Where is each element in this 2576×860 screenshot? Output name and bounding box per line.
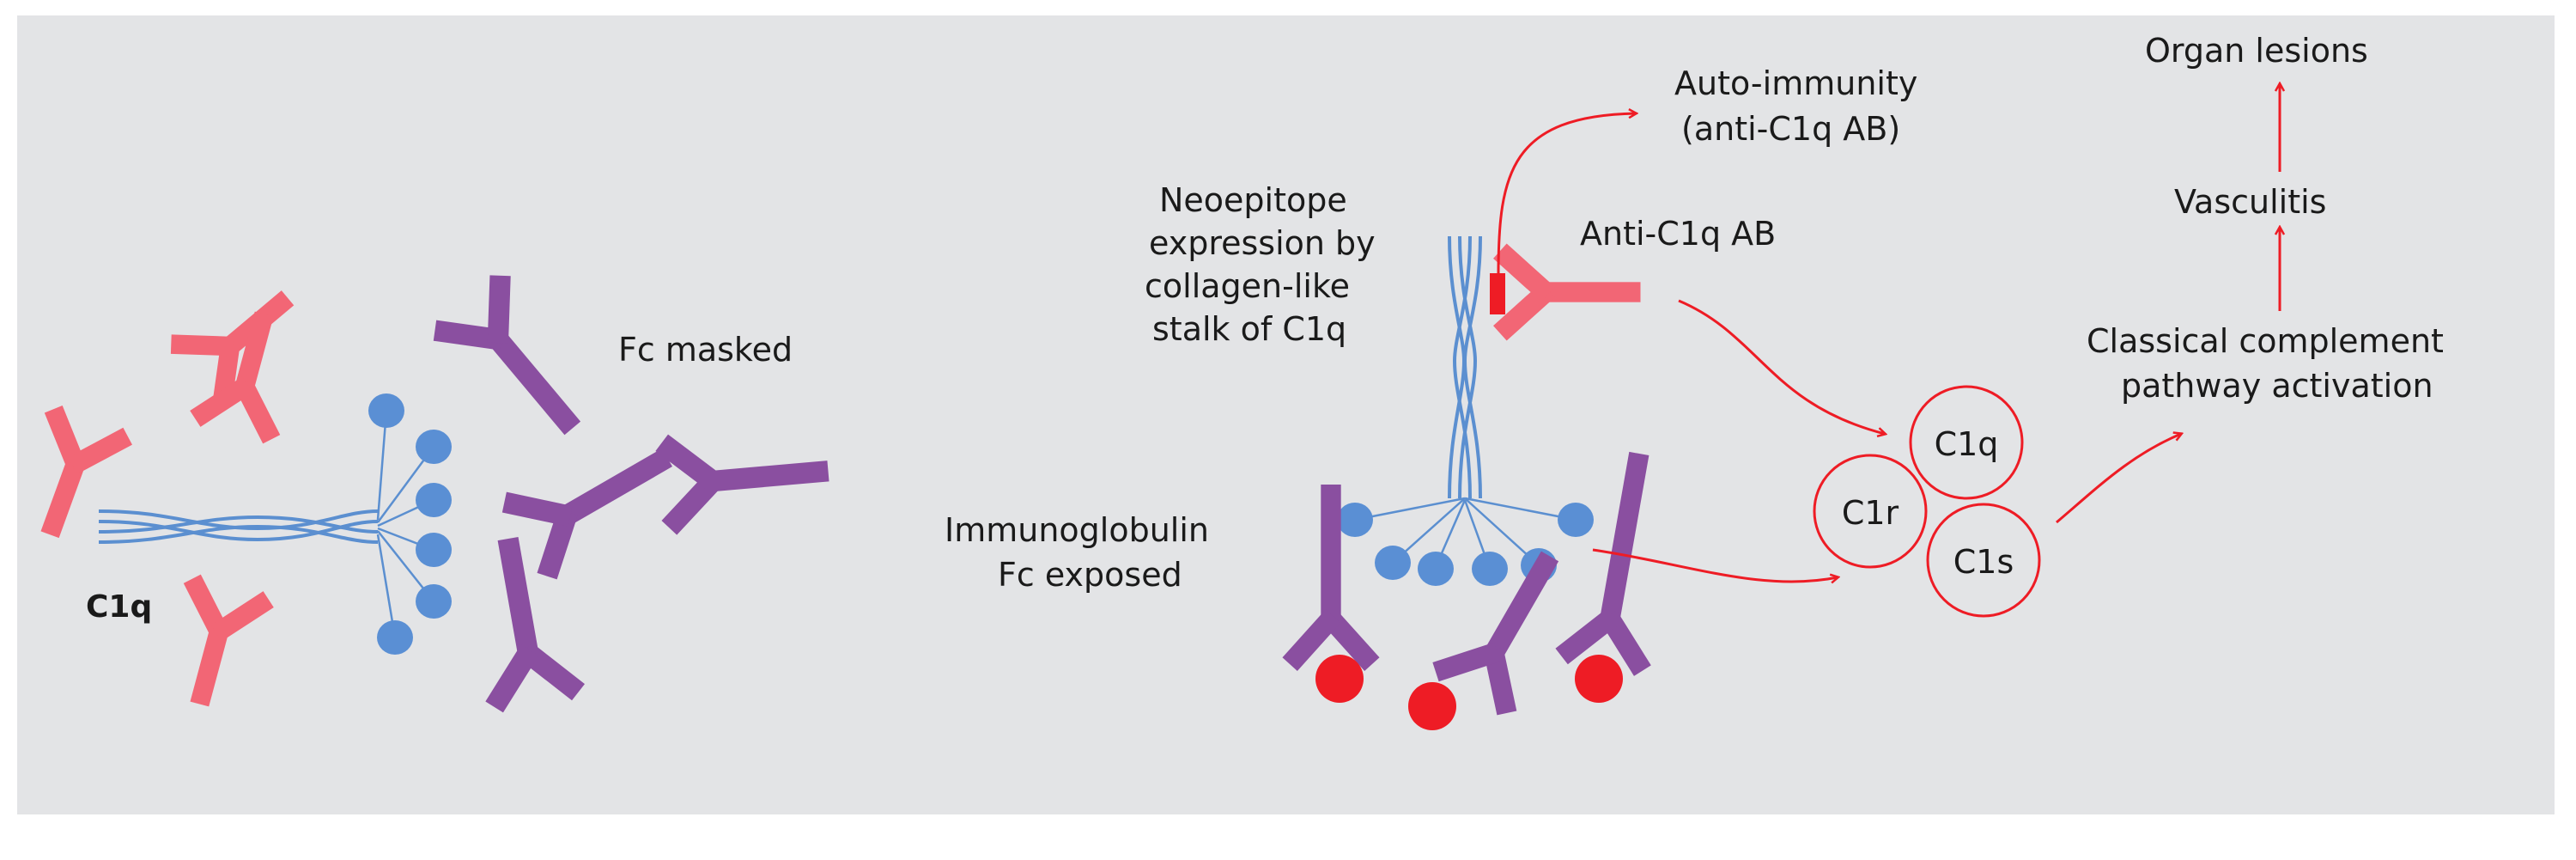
label-anti-c1q-ab: Anti-C1q AB <box>1580 215 1776 253</box>
svg-text:Auto-immunity: Auto-immunity <box>1674 64 1917 102</box>
label-c1q: C1q <box>86 589 152 625</box>
pink-antibody <box>40 406 132 539</box>
svg-text:Fc exposed: Fc exposed <box>998 556 1182 594</box>
svg-text:pathway activation: pathway activation <box>2121 367 2433 405</box>
svg-text:collagen-like: collagen-like <box>1145 267 1350 305</box>
svg-text:Neoepitope: Neoepitope <box>1159 181 1347 219</box>
label-autoimmunity: Auto-immunity (anti-C1q AB) <box>1674 64 1917 148</box>
neoepitope-marker <box>1490 273 1505 314</box>
antigen-circles <box>1315 655 1623 730</box>
svg-text:Classical complement: Classical complement <box>2087 322 2444 360</box>
label-vasculitis: Vasculitis <box>2174 183 2326 221</box>
c1q-molecule <box>98 410 435 638</box>
complex-label-c1r: C1r <box>1842 494 1899 532</box>
anti-c1q-antibody <box>1493 243 1641 341</box>
complex-label-c1q: C1q <box>1935 425 1999 463</box>
purple-antibody <box>485 536 585 713</box>
c1-complex <box>1813 385 2041 618</box>
complex-label-c1s: C1s <box>1953 543 2014 581</box>
immunoglobulin-fc-exposed <box>1282 485 1380 671</box>
svg-text:(anti-C1q AB): (anti-C1q AB) <box>1681 110 1900 148</box>
purple-antibody <box>433 275 581 436</box>
arrow-ig-to-complex <box>1592 548 1838 582</box>
arrow-anti-c1q-to-complex <box>1678 299 1885 434</box>
immunoglobulin-fc-exposed <box>1555 451 1651 676</box>
purple-antibody <box>655 434 829 535</box>
pink-antibody <box>183 574 274 707</box>
purple-antibody <box>501 448 672 580</box>
label-fc-masked: Fc masked <box>618 331 793 369</box>
label-classical-pathway: Classical complement pathway activation <box>2087 322 2444 405</box>
panel-background <box>17 15 2555 814</box>
c1q-globular-heads <box>368 393 452 655</box>
c1r-circle <box>1813 454 1928 569</box>
label-organ-lesions: Organ lesions <box>2145 32 2368 70</box>
svg-text:stalk of C1q: stalk of C1q <box>1152 310 1346 348</box>
c1q-circle <box>1909 385 2024 500</box>
label-neoepitope: Neoepitope expression by collagen-like s… <box>1145 181 1376 348</box>
c1s-circle <box>1926 503 2041 618</box>
svg-text:expression by: expression by <box>1149 224 1376 262</box>
pink-antibody <box>190 311 281 444</box>
label-immunoglobulin: Immunoglobulin Fc exposed <box>945 511 1209 594</box>
arrow-complex-to-classical <box>2056 434 2181 524</box>
svg-text:Immunoglobulin: Immunoglobulin <box>945 511 1209 549</box>
immunoglobulin-fc-exposed <box>1432 551 1559 716</box>
arrow-to-autoimmunity <box>1497 113 1636 276</box>
pathway-arrows <box>1497 84 2280 582</box>
